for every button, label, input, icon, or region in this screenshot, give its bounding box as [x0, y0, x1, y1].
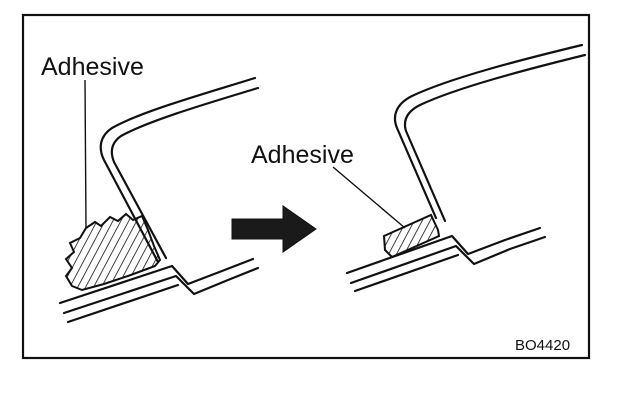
- right-flange-inner: [349, 235, 547, 285]
- left-glass-inner: [110, 86, 260, 260]
- left-adhesive-label: Adhesive: [41, 53, 144, 81]
- left-glass-outer: [99, 76, 257, 264]
- left-leader-line: [84, 79, 87, 229]
- right-adhesive-label: Adhesive: [251, 141, 354, 169]
- right-arrow-icon: [231, 205, 317, 253]
- left-flange-inner: [62, 266, 260, 315]
- right-glass-outer: [393, 43, 584, 220]
- right-glass-inner: [403, 53, 587, 223]
- left-flange-lower: [66, 283, 180, 324]
- right-flange-lower: [353, 253, 460, 293]
- figure-code: BO4420: [515, 337, 570, 354]
- right-adhesive-bead: [382, 213, 441, 259]
- left-flange-outer: [58, 257, 255, 305]
- right-leader-line: [332, 166, 406, 229]
- figure-frame: [21, 13, 591, 360]
- left-panel-before: Adhesive: [41, 53, 260, 324]
- right-flange-outer: [345, 226, 542, 275]
- right-panel-after: Adhesive: [251, 43, 587, 293]
- left-adhesive-blob: [64, 212, 162, 292]
